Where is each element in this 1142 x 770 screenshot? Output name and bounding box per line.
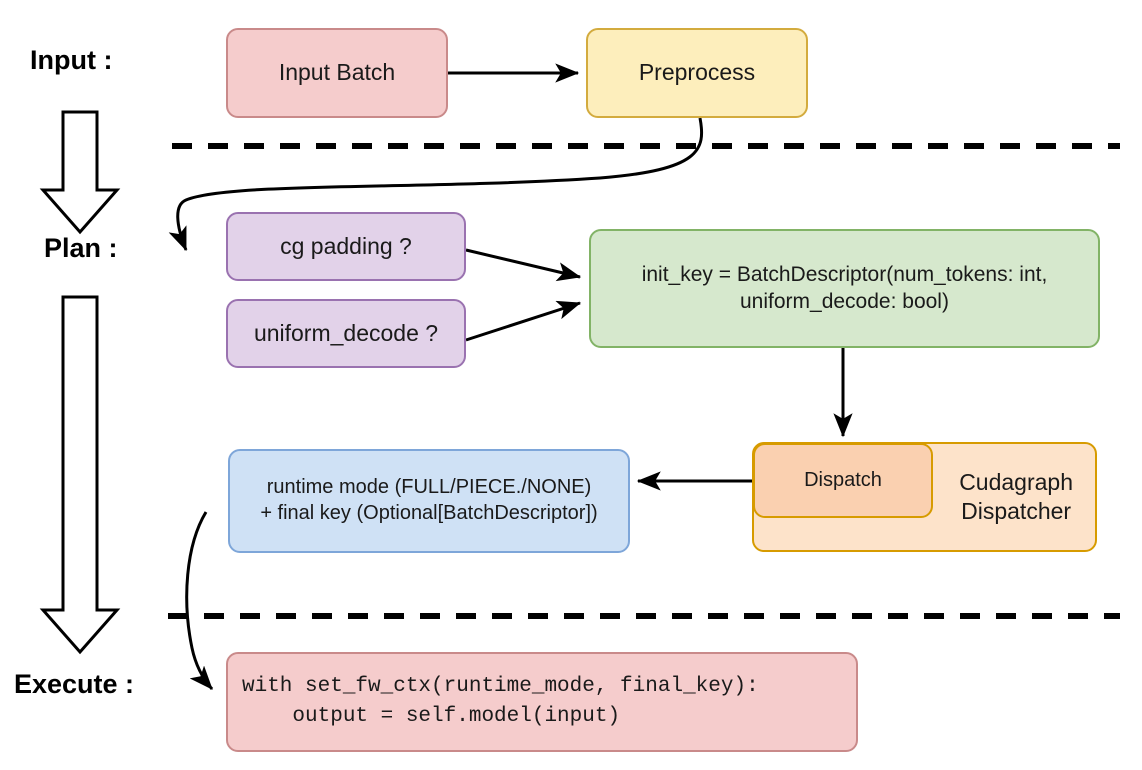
node-input-batch[interactable]: Input Batch (226, 28, 448, 118)
node-dispatch[interactable]: Dispatch (753, 443, 933, 518)
stage-label-input: Input : (30, 45, 113, 75)
stage-label-execute: Execute : (14, 669, 135, 699)
node-execute-code-block[interactable]: with set_fw_ctx(runtime_mode, final_key)… (226, 652, 858, 752)
node-init-key-batch-descriptor[interactable]: init_key = BatchDescriptor(num_tokens: i… (589, 229, 1100, 348)
plan-to-execute-block-arrow (39, 295, 121, 655)
node-cg-padding[interactable]: cg padding ? (226, 212, 466, 281)
arrow-cg-padding-to-init-key (465, 248, 582, 282)
arrow-runtime-mode-to-exec-code (185, 511, 214, 690)
stage-label-plan: Plan : (44, 233, 118, 263)
arrow-uniform-decode-to-init-key (465, 300, 582, 342)
node-runtime-mode-and-final-key[interactable]: runtime mode (FULL/PIECE./NONE) + final … (228, 449, 630, 553)
input-to-plan-block-arrow (39, 110, 121, 235)
node-preprocess[interactable]: Preprocess (586, 28, 808, 118)
node-uniform-decode[interactable]: uniform_decode ? (226, 299, 466, 368)
